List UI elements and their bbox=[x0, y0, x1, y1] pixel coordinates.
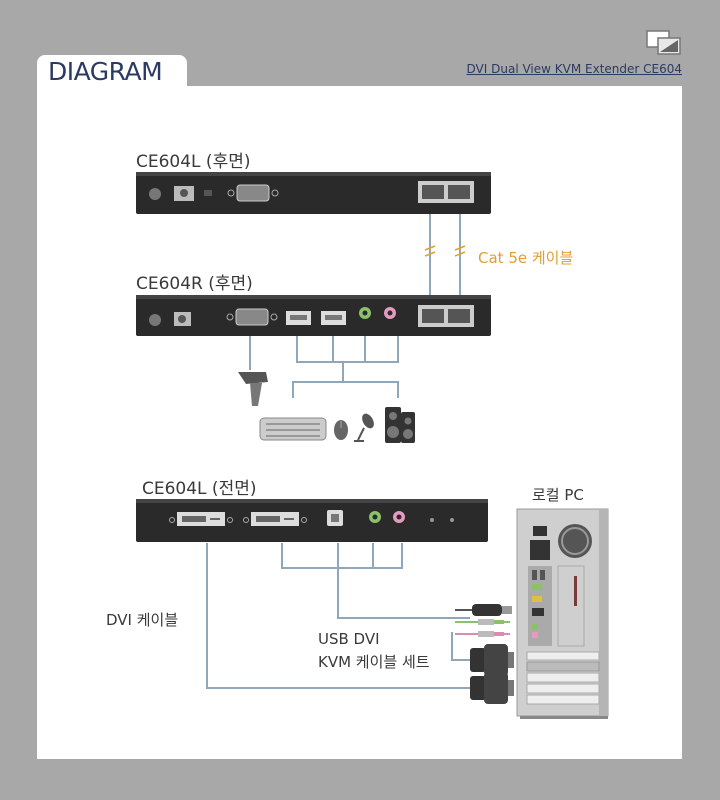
mouse-icon bbox=[334, 420, 348, 440]
cable-lines bbox=[206, 214, 510, 689]
speakers-icon bbox=[385, 407, 415, 443]
label-cat5e-cable: Cat 5e 케이블 bbox=[478, 249, 574, 267]
barcode-scanner-icon bbox=[238, 372, 268, 406]
pc-tower-icon bbox=[516, 508, 609, 719]
product-name: DVI Dual View KVM Extender CE604 bbox=[466, 62, 682, 76]
usb-plug bbox=[472, 604, 512, 616]
logo-icon bbox=[646, 30, 682, 60]
microphone-icon bbox=[354, 413, 374, 442]
diagram-tab bbox=[37, 55, 187, 89]
dvi-plug-dvi bbox=[470, 672, 514, 704]
ce604r-rear-device bbox=[136, 295, 491, 336]
label-ce604r-rear: CE604R (후면) bbox=[136, 274, 253, 294]
serial-port-icon bbox=[236, 184, 270, 202]
label-kvm-cable-set: KVM 케이블 세트 bbox=[318, 653, 430, 671]
label-usb-dvi: USB DVI bbox=[318, 630, 380, 648]
ce604l-front-device bbox=[136, 499, 488, 542]
cable-break-marks bbox=[424, 245, 466, 257]
power-icon bbox=[149, 188, 161, 200]
label-dvi-cable: DVI 케이블 bbox=[106, 611, 179, 629]
audio-plugs bbox=[478, 619, 504, 637]
dvi-plug-kvm bbox=[470, 644, 514, 676]
label-ce604l-front: CE604L (전면) bbox=[142, 479, 257, 499]
page-title: DIAGRAM bbox=[48, 57, 163, 86]
label-ce604l-rear: CE604L (후면) bbox=[136, 152, 251, 172]
ce604l-rear-device bbox=[136, 172, 491, 214]
keyboard-icon bbox=[259, 417, 327, 441]
label-local-pc: 로컬 PC bbox=[532, 486, 584, 504]
